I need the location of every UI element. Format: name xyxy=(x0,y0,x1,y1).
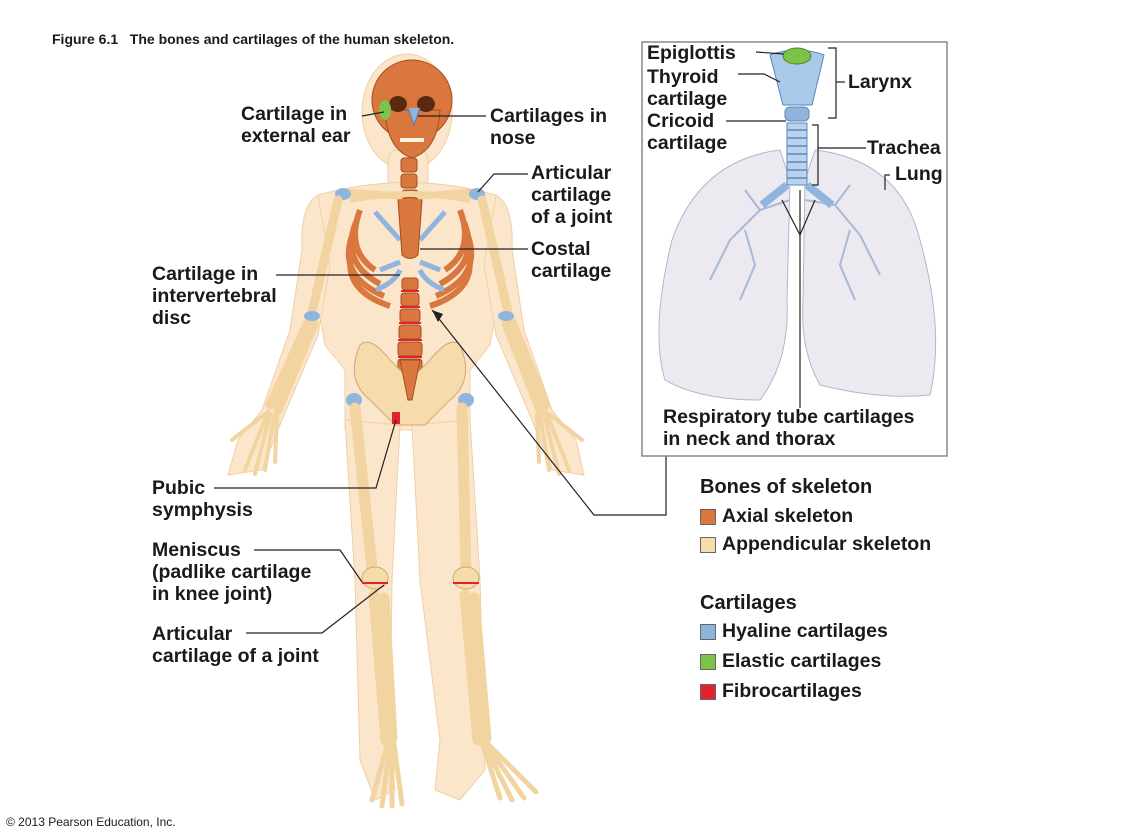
label-line: Cartilages in xyxy=(490,105,607,127)
hyaline-swatch xyxy=(700,624,716,640)
label-line: Cricoid xyxy=(647,110,727,132)
label-trachea: Trachea xyxy=(867,137,941,159)
label-external-ear: Cartilage in external ear xyxy=(241,103,351,147)
label-nose: Cartilages in nose xyxy=(490,105,607,149)
label-line: in neck and thorax xyxy=(663,428,914,450)
legend-label: Axial skeleton xyxy=(722,505,853,528)
label-line: Meniscus xyxy=(152,539,311,561)
label-line: cartilage of a joint xyxy=(152,645,319,667)
label-line: Articular xyxy=(152,623,319,645)
label-cricoid: Cricoid cartilage xyxy=(647,110,727,154)
legend-label: Hyaline cartilages xyxy=(722,620,888,643)
label-articular-knee: Articular cartilage of a joint xyxy=(152,623,319,667)
legend-label: Elastic cartilages xyxy=(722,650,881,673)
label-meniscus: Meniscus (padlike cartilage in knee join… xyxy=(152,539,311,605)
label-line: in knee joint) xyxy=(152,583,311,605)
label-line: cartilage xyxy=(531,260,611,282)
label-line: Respiratory tube cartilages xyxy=(663,406,914,428)
label-larynx: Larynx xyxy=(848,71,912,93)
legend-label: Fibrocartilages xyxy=(722,680,862,703)
label-thyroid: Thyroid cartilage xyxy=(647,66,727,110)
label-line: intervertebral xyxy=(152,285,277,307)
label-respiratory-tube: Respiratory tube cartilages in neck and … xyxy=(663,406,914,450)
label-articular-shoulder: Articular cartilage of a joint xyxy=(531,162,612,228)
label-line: nose xyxy=(490,127,607,149)
legend-appendicular: Appendicular skeleton xyxy=(700,533,931,556)
pubic-symphysis xyxy=(392,412,400,424)
label-line: (padlike cartilage xyxy=(152,561,311,583)
legend-fibro: Fibrocartilages xyxy=(700,680,862,703)
figure-caption: Figure 6.1 The bones and cartilages of t… xyxy=(52,31,454,47)
appendicular-swatch xyxy=(700,537,716,553)
label-line: Thyroid xyxy=(647,66,727,88)
elbow-cartilage-left xyxy=(304,311,320,321)
elastic-swatch xyxy=(700,654,716,670)
patella-left xyxy=(362,567,388,589)
epiglottis-shape xyxy=(783,48,811,64)
label-line: of a joint xyxy=(531,206,612,228)
label-line: symphysis xyxy=(152,499,253,521)
axial-swatch xyxy=(700,509,716,525)
label-line: cartilage xyxy=(531,184,612,206)
legend-elastic: Elastic cartilages xyxy=(700,650,881,673)
label-pubic: Pubic symphysis xyxy=(152,477,253,521)
legend-cartilages-title: Cartilages xyxy=(700,592,797,615)
ear-cartilage xyxy=(379,100,391,120)
label-line: Cartilage in xyxy=(152,263,277,285)
patella-right xyxy=(453,567,479,589)
legend-bones-title: Bones of skeleton xyxy=(700,476,872,499)
elbow-cartilage-right xyxy=(498,311,514,321)
sternum xyxy=(398,198,422,259)
label-line: Articular xyxy=(531,162,612,184)
legend-label: Appendicular skeleton xyxy=(722,533,931,556)
label-line: external ear xyxy=(241,125,351,147)
label-line: cartilage xyxy=(647,88,727,110)
legend-hyaline: Hyaline cartilages xyxy=(700,620,888,643)
copyright-credit: © 2013 Pearson Education, Inc. xyxy=(6,815,176,829)
label-line: cartilage xyxy=(647,132,727,154)
label-line: disc xyxy=(152,307,277,329)
label-lung: Lung xyxy=(895,163,943,185)
label-costal: Costal cartilage xyxy=(531,238,611,282)
label-line: Costal xyxy=(531,238,611,260)
label-intervertebral: Cartilage in intervertebral disc xyxy=(152,263,277,329)
label-line: Cartilage in xyxy=(241,103,351,125)
label-epiglottis: Epiglottis xyxy=(647,42,736,64)
label-line: Pubic xyxy=(152,477,253,499)
fibro-swatch xyxy=(700,684,716,700)
legend-axial: Axial skeleton xyxy=(700,505,853,528)
